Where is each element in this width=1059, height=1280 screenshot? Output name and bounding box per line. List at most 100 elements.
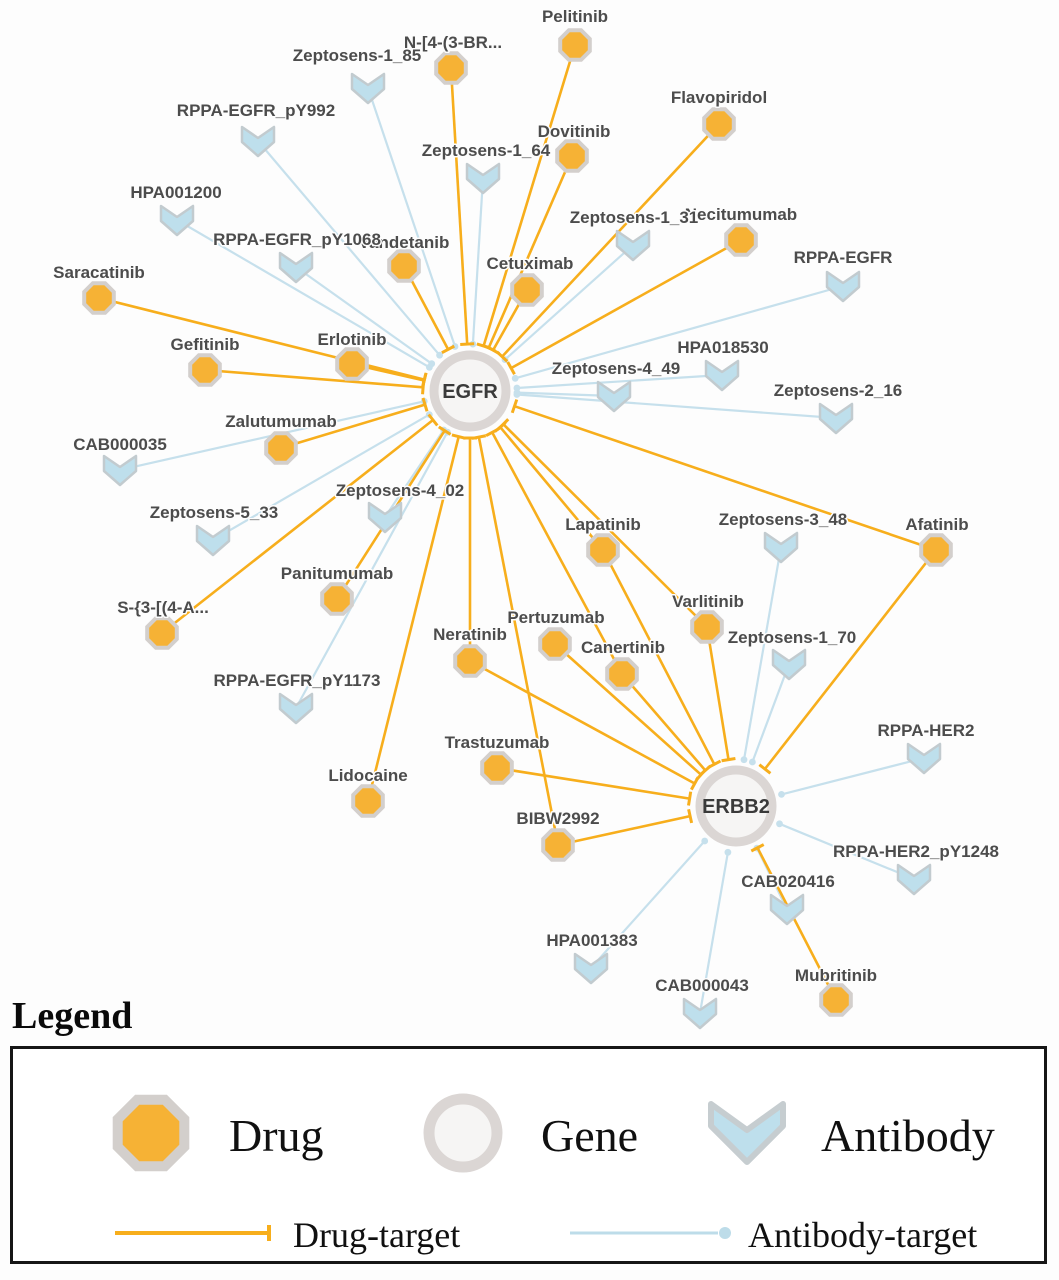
- drug-node[interactable]: [82, 281, 116, 315]
- node-label: Panitumumab: [281, 564, 393, 583]
- antibody-chevron[interactable]: [367, 501, 403, 534]
- drug-octagon[interactable]: [555, 139, 589, 173]
- gene-circle[interactable]: [429, 350, 511, 432]
- antibody-chevron[interactable]: [769, 893, 805, 926]
- drug-octagon[interactable]: [586, 533, 620, 567]
- antibody-chevron[interactable]: [573, 952, 609, 985]
- drug-octagon[interactable]: [919, 533, 953, 567]
- antibody-node[interactable]: [465, 162, 501, 195]
- drug-octagon[interactable]: [702, 107, 736, 141]
- legend-label-drug: Drug: [229, 1110, 324, 1161]
- edge-drug-target: [366, 433, 466, 802]
- antibody-node[interactable]: [350, 72, 386, 105]
- drug-octagon[interactable]: [82, 281, 116, 315]
- antibody-node[interactable]: [818, 402, 854, 435]
- antibody-chevron[interactable]: [278, 692, 314, 725]
- antibody-node[interactable]: [906, 742, 942, 775]
- drug-node[interactable]: [145, 616, 179, 650]
- antibody-chevron[interactable]: [596, 380, 632, 413]
- drug-octagon[interactable]: [264, 431, 298, 465]
- legend-item-drug: Drug: [105, 1087, 417, 1184]
- antibody-node[interactable]: [573, 952, 609, 985]
- antibody-chevron[interactable]: [704, 359, 740, 392]
- drug-node[interactable]: [819, 983, 853, 1017]
- antibody-chevron[interactable]: [818, 402, 854, 435]
- gene-circle[interactable]: [695, 765, 777, 847]
- antibody-node[interactable]: [159, 204, 195, 237]
- drug-node[interactable]: [320, 582, 354, 616]
- drug-node[interactable]: [188, 353, 222, 387]
- antibody-node[interactable]: [596, 380, 632, 413]
- drug-octagon[interactable]: [335, 347, 369, 381]
- antibody-chevron[interactable]: [763, 531, 799, 564]
- antibody-chevron[interactable]: [240, 125, 276, 158]
- drug-node[interactable]: [387, 249, 421, 283]
- drug-octagon[interactable]: [819, 983, 853, 1017]
- drug-node[interactable]: [724, 223, 758, 257]
- antibody-chevron[interactable]: [906, 742, 942, 775]
- antibody-node[interactable]: [763, 531, 799, 564]
- antibody-node[interactable]: [825, 270, 861, 303]
- drug-node[interactable]: [538, 627, 572, 661]
- antibody-chevron[interactable]: [825, 270, 861, 303]
- antibody-chevron[interactable]: [350, 72, 386, 105]
- drug-node[interactable]: [510, 273, 544, 307]
- edge-drug-target: [161, 413, 439, 635]
- drug-octagon[interactable]: [434, 51, 468, 85]
- antibody-node[interactable]: [278, 251, 314, 284]
- gene-node[interactable]: [429, 350, 511, 432]
- drug-octagon[interactable]: [510, 273, 544, 307]
- antibody-node[interactable]: [704, 359, 740, 392]
- drug-node[interactable]: [351, 784, 385, 818]
- edge-drug-target: [98, 296, 428, 387]
- antibody-node[interactable]: [278, 692, 314, 725]
- drug-octagon[interactable]: [387, 249, 421, 283]
- drug-octagon[interactable]: [320, 582, 354, 616]
- antibody-node[interactable]: [682, 997, 718, 1030]
- antibody-node[interactable]: [240, 125, 276, 158]
- drug-node[interactable]: [335, 347, 369, 381]
- antibody-node[interactable]: [102, 454, 138, 487]
- drug-node[interactable]: [690, 610, 724, 644]
- drug-octagon[interactable]: [453, 644, 487, 678]
- drug-node[interactable]: [264, 431, 298, 465]
- drug-octagon[interactable]: [558, 28, 592, 62]
- gene-node[interactable]: [695, 765, 777, 847]
- drug-node[interactable]: [702, 107, 736, 141]
- antibody-chevron[interactable]: [465, 162, 501, 195]
- antibody-chevron[interactable]: [159, 204, 195, 237]
- antibody-chevron[interactable]: [682, 997, 718, 1030]
- antibody-node[interactable]: [367, 501, 403, 534]
- drug-octagon[interactable]: [724, 223, 758, 257]
- drug-octagon[interactable]: [480, 751, 514, 785]
- antibody-node[interactable]: [615, 229, 651, 262]
- drug-octagon[interactable]: [538, 627, 572, 661]
- drug-node[interactable]: [434, 51, 468, 85]
- antibody-chevron[interactable]: [278, 251, 314, 284]
- drug-octagon[interactable]: [605, 657, 639, 691]
- antibody-chevron[interactable]: [771, 648, 807, 681]
- drug-node[interactable]: [541, 828, 575, 862]
- drug-node[interactable]: [453, 644, 487, 678]
- antibody-node[interactable]: [771, 648, 807, 681]
- drug-octagon[interactable]: [351, 784, 385, 818]
- antibody-chevron[interactable]: [615, 229, 651, 262]
- drug-octagon[interactable]: [145, 616, 179, 650]
- drug-node[interactable]: [586, 533, 620, 567]
- antibody-chevron[interactable]: [896, 863, 932, 896]
- antibody-node[interactable]: [769, 893, 805, 926]
- drug-node[interactable]: [605, 657, 639, 691]
- drug-octagon[interactable]: [188, 353, 222, 387]
- drug-octagon[interactable]: [541, 828, 575, 862]
- antibody-chevron[interactable]: [195, 524, 231, 557]
- antibody-chevron[interactable]: [102, 454, 138, 487]
- drug-octagon[interactable]: [690, 610, 724, 644]
- drug-node[interactable]: [558, 28, 592, 62]
- edge-drug-target: [449, 67, 475, 347]
- antibody-node[interactable]: [896, 863, 932, 896]
- drug-node[interactable]: [919, 533, 953, 567]
- drug-node[interactable]: [480, 751, 514, 785]
- drug-node[interactable]: [555, 139, 589, 173]
- antibody-node[interactable]: [195, 524, 231, 557]
